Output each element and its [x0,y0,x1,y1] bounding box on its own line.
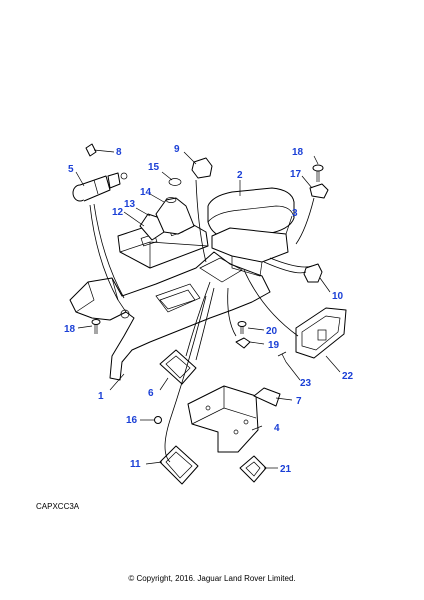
callout-18-left: 18 [64,324,76,335]
callout-1: 1 [98,391,104,402]
reference-code: CAPXCC3A [36,502,80,511]
side-clip [303,263,323,283]
callout-10: 10 [332,291,344,302]
callout-22: 22 [342,371,354,382]
trim-7 [253,387,281,407]
callout-19: 19 [268,340,280,351]
console-body [69,251,271,381]
screw-20-nut-19 [235,321,251,349]
storage-bin [211,227,289,277]
callout-23: 23 [300,378,312,389]
cigar-lighter [72,172,128,202]
pad-21 [239,455,267,483]
callout-17: 17 [290,169,302,180]
bulb-holder [85,143,97,157]
mounting-bracket [187,385,259,453]
callout-8: 8 [116,147,122,158]
leader-lines [75,149,341,469]
callout-21: 21 [280,464,292,475]
bracket-6 [159,349,197,385]
callout-15: 15 [148,162,160,173]
callout-6: 6 [148,388,154,399]
copyright-notice: © Copyright, 2016. Jaguar Land Rover Lim… [128,574,296,583]
callout-18-top: 18 [292,147,304,158]
side-panel [295,307,347,359]
switch [191,157,213,179]
callout-5: 5 [68,164,74,175]
o-ring [168,178,182,186]
screw-23 [277,351,287,363]
screw-18-left [91,309,130,334]
callout-11: 11 [130,459,141,470]
callout-14: 14 [140,187,152,198]
callout-3: 3 [292,208,298,219]
wiring-harness [89,179,315,463]
callouts: 1 2 3 4 5 6 7 8 9 10 11 12 13 14 15 16 1… [64,144,354,475]
callout-16: 16 [126,415,138,426]
callout-13: 13 [124,199,136,210]
callout-9: 9 [174,144,180,155]
clip-16 [154,416,162,424]
callout-7: 7 [296,396,302,407]
callout-2: 2 [237,170,243,181]
callout-4: 4 [274,423,280,434]
callout-20: 20 [266,326,278,337]
gear-boot [139,197,195,241]
bracket-11 [159,445,199,485]
top-screw-and-clip [309,164,329,199]
callout-12: 12 [112,207,124,218]
